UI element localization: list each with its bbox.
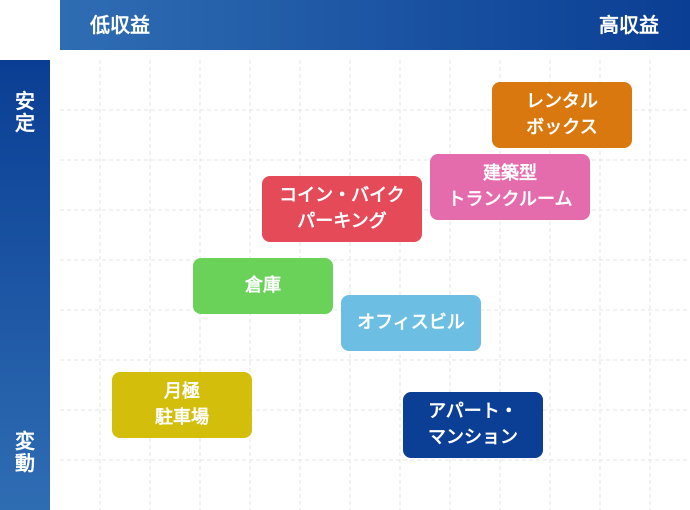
rental-box-item: レンタル ボックス	[492, 82, 632, 148]
x-axis-low-label: 低収益	[90, 13, 150, 37]
item-label-line: 月極	[164, 381, 200, 402]
y-axis-bottom-label-char: 動	[15, 451, 35, 475]
x-axis-bar: 低収益 高収益	[60, 0, 690, 50]
monthly-parking-item: 月極 駐車場	[112, 372, 252, 438]
item-label-line: 倉庫	[245, 275, 281, 296]
item-label-line: 駐車場	[155, 407, 209, 428]
y-axis-top-label-char: 定	[15, 111, 35, 135]
office-building-item: オフィスビル	[341, 295, 481, 351]
warehouse-item: 倉庫	[193, 258, 333, 314]
y-axis-bottom-label: 変 動	[0, 430, 50, 474]
item-label-line: トランクルーム	[447, 189, 573, 210]
item-label-line: パーキング	[297, 211, 387, 232]
item-label-line: レンタル	[526, 91, 598, 112]
item-label-line: ボックス	[526, 117, 598, 138]
item-label-line: オフィスビル	[357, 312, 465, 333]
y-axis-bar: 安 定 変 動	[0, 60, 50, 510]
coin-bike-parking-item: コイン・バイク パーキング	[262, 176, 422, 242]
building-type-trunk-room-item: 建築型 トランクルーム	[430, 154, 590, 220]
item-label-line: マンション	[428, 427, 518, 448]
item-label-line: アパート・	[428, 401, 518, 422]
x-axis-high-label: 高収益	[599, 13, 659, 37]
y-axis-top-label-char: 安	[15, 89, 35, 113]
y-axis-top-label: 安 定	[0, 90, 50, 134]
item-label-line: コイン・バイク	[279, 185, 405, 206]
y-axis-bottom-label-char: 変	[15, 429, 35, 453]
item-label-line: 建築型	[483, 163, 537, 184]
apartment-mansion-item: アパート・ マンション	[403, 392, 543, 458]
